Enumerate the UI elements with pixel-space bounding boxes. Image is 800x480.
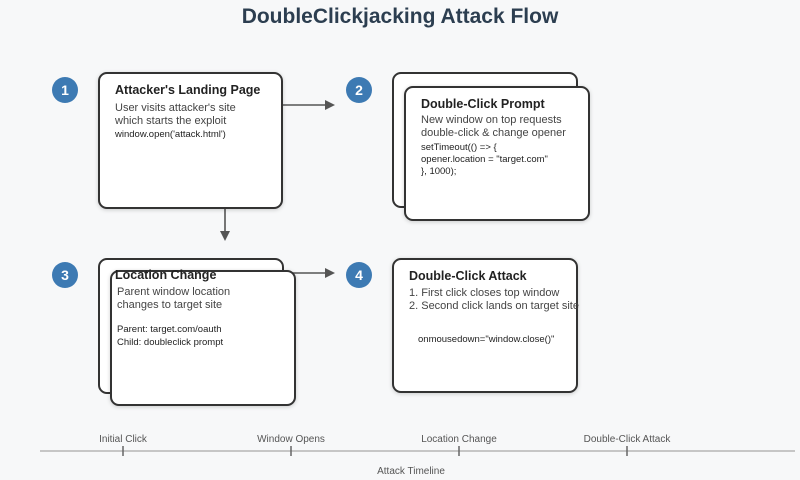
- step-3-desc-line-2: changes to target site: [117, 299, 223, 311]
- step-4-desc-line-1: 1. First click closes top window: [409, 287, 560, 299]
- step-1-desc-line-2: which starts the exploit: [115, 115, 227, 127]
- step-3-desc-line-1: Parent window location: [117, 286, 231, 298]
- timeline-tick-label-double-click-attack: Double-Click Attack: [583, 434, 671, 445]
- step-3-code-line-1: Parent: target.com/oauth: [117, 324, 222, 335]
- step-4-card: [392, 258, 578, 393]
- step-3-card: [110, 270, 296, 406]
- diagram-title: DoubleClickjacking Attack Flow: [241, 5, 559, 28]
- step-2-code-line-1: setTimeout(() => {: [421, 142, 497, 153]
- step-2-badge: 2: [346, 77, 372, 103]
- step-4-badge: 4: [346, 262, 372, 288]
- step-3-code-line-2: Child: doubleclick prompt: [117, 337, 224, 348]
- step-4-desc-line-2: 2. Second click lands on target site: [409, 300, 579, 312]
- step-1-title: Attacker's Landing Page: [115, 83, 261, 97]
- timeline-tick-label-location-change: Location Change: [421, 434, 497, 445]
- timeline-label: Attack Timeline: [377, 466, 445, 477]
- step-2-title: Double-Click Prompt: [421, 97, 545, 111]
- step-1-desc-line-1: User visits attacker's site: [115, 102, 236, 114]
- step-3-title: Location Change: [115, 268, 217, 282]
- timeline-tick-label-initial-click: Initial Click: [99, 434, 147, 445]
- timeline-tick-label-window-opens: Window Opens: [257, 434, 325, 445]
- step-1-code-line-1: window.open('attack.html'): [115, 129, 226, 140]
- step-2-code-line-3: }, 1000);: [421, 166, 457, 177]
- step-3-badge: 3: [52, 262, 78, 288]
- step-4-code-line-1: onmousedown="window.close()": [418, 334, 555, 345]
- step-2-card: [404, 86, 590, 221]
- step-2-code-line-2: opener.location = "target.com": [421, 154, 548, 165]
- step-1-card: [98, 72, 283, 209]
- step-2-desc-line-1: New window on top requests: [421, 114, 562, 126]
- step-4-title: Double-Click Attack: [409, 269, 527, 283]
- step-2-desc-line-2: double-click & change opener: [421, 127, 566, 139]
- step-1-badge: 1: [52, 77, 78, 103]
